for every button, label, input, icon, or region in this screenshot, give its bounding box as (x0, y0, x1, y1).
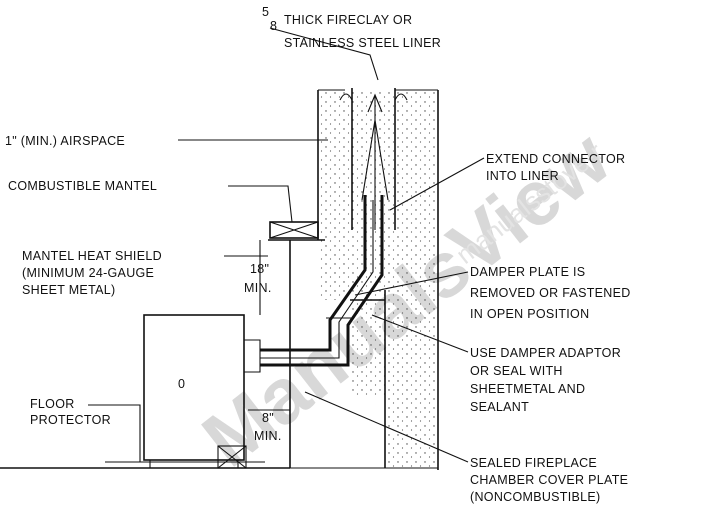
adaptor-line2: OR SEAL WITH (470, 364, 563, 378)
clearance-8-min-label: MIN. (254, 429, 282, 443)
chamber-line3: (NONCOMBUSTIBLE) (470, 490, 601, 504)
combustible-mantel (269, 221, 319, 239)
damper-line2: REMOVED OR FASTENED (470, 286, 631, 300)
clearance-dims: 18" MIN. 8" MIN. (244, 240, 290, 443)
leader-adaptor (371, 314, 469, 353)
chamber-line1: SEALED FIREPLACE (470, 456, 597, 470)
heat-shield-line3: SHEET METAL) (22, 283, 115, 297)
flue-gas-arrow (361, 93, 389, 230)
leader-mantel (228, 185, 293, 223)
connector-mid (260, 200, 374, 359)
combustible-mantel-label: COMBUSTIBLE MANTEL (8, 179, 157, 193)
heat-shield-line2: (MINIMUM 24-GAUGE (22, 266, 154, 280)
floor-protector-line2: PROTECTOR (30, 413, 111, 427)
clearance-18-label: 18" (250, 262, 269, 276)
leader-lines (88, 27, 485, 463)
joist-cross (217, 445, 247, 469)
airspace-label: 1" (MIN.) AIRSPACE (5, 134, 125, 148)
connector-inner (260, 195, 384, 367)
liner-label-line1: THICK FIRECLAY OR (284, 13, 412, 27)
clearance-18-min-label: MIN. (244, 281, 272, 295)
chamber-line2: CHAMBER COVER PLATE (470, 473, 628, 487)
leader-extend (389, 157, 485, 211)
liner-fraction-num: 5 (262, 5, 269, 19)
damper-line1: DAMPER PLATE IS (470, 265, 585, 279)
mantel-cross (269, 221, 319, 239)
extend-connector-line1: EXTEND CONNECTOR (486, 152, 625, 166)
adaptor-line4: SEALANT (470, 400, 529, 414)
mantel-assembly (268, 221, 325, 241)
extend-connector-line2: INTO LINER (486, 169, 559, 183)
stove-body (143, 314, 245, 461)
clearance-8-label: 8" (262, 411, 274, 425)
damper-line3: IN OPEN POSITION (470, 307, 589, 321)
chimney-liner (339, 88, 408, 230)
floor-assembly (0, 445, 290, 469)
chimney-connector (260, 195, 384, 367)
floor-joist (217, 445, 247, 469)
leader-floor-protector (88, 404, 141, 462)
floor-protector-line1: FLOOR (30, 397, 75, 411)
liner-top-left (339, 93, 353, 101)
callout-labels: 5 8 THICK FIRECLAY OR STAINLESS STEEL LI… (5, 5, 631, 504)
leader-damper (354, 271, 469, 296)
liner-top-right (394, 93, 408, 101)
liner-label-line2: STAINLESS STEEL LINER (284, 36, 441, 50)
adaptor-line3: SHEETMETAL AND (470, 382, 585, 396)
heat-shield-line1: MANTEL HEAT SHIELD (22, 249, 162, 263)
stove-collar (244, 339, 261, 373)
liner-fraction-den: 8 (270, 19, 277, 33)
connector-outer (260, 195, 367, 352)
leader-liner (269, 27, 379, 81)
adaptor-line1: USE DAMPER ADAPTOR (470, 346, 621, 360)
leader-chamber (304, 391, 469, 463)
stove-mark: 0 (178, 377, 185, 391)
